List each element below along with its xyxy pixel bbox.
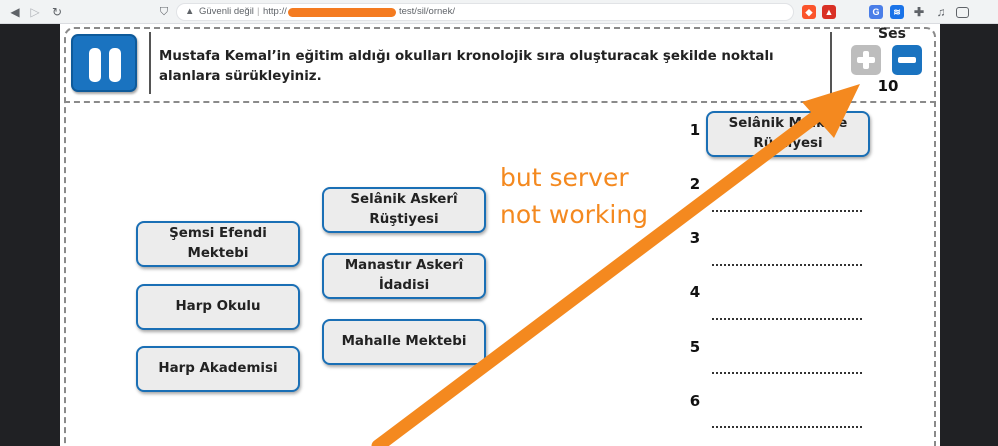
vertical-divider <box>149 32 151 94</box>
volume-down-button[interactable] <box>892 45 922 75</box>
url-separator: | <box>257 6 260 17</box>
volume-up-button[interactable] <box>851 45 881 75</box>
drag-card[interactable]: Mahalle Mektebi <box>322 319 486 365</box>
drop-slot[interactable] <box>712 264 862 266</box>
annotation-line: but server <box>500 163 629 192</box>
slot-number: 4 <box>689 283 701 301</box>
extensions-icon[interactable]: ✚ <box>913 5 925 19</box>
minus-icon <box>898 57 916 63</box>
annotation-text: but server not working <box>500 159 648 233</box>
drag-card[interactable]: Şemsi Efendi Mektebi <box>136 221 300 267</box>
translate-icon[interactable]: G <box>869 5 883 19</box>
address-bar[interactable]: ▲ Güvenli değil | http:// test/sil/ornek… <box>176 3 794 21</box>
url-suffix: test/sil/ornek/ <box>399 6 455 17</box>
drag-card[interactable]: Harp Akademisi <box>136 346 300 392</box>
drop-slot[interactable] <box>712 372 862 374</box>
pause-icon <box>89 48 101 82</box>
header-divider <box>64 101 936 103</box>
drop-slot[interactable] <box>712 426 862 428</box>
drag-card[interactable]: Manastır Askerî İdadisi <box>322 253 486 299</box>
placed-card[interactable]: Selânik Mülkiye Rüştiyesi <box>706 111 870 157</box>
slot-number: 5 <box>689 338 701 356</box>
activity-page: Mustafa Kemal’in eğitim aldığı okulları … <box>60 24 940 446</box>
forward-icon[interactable]: ▷ <box>30 5 40 19</box>
drop-slot[interactable] <box>712 318 862 320</box>
annotation-line: not working <box>500 200 649 229</box>
drop-slot[interactable] <box>712 210 862 212</box>
instruction-text: Mustafa Kemal’in eğitim aldığı okulları … <box>159 49 774 84</box>
read-aloud-icon[interactable]: ≋ <box>890 5 904 19</box>
browser-toolbar: ◀ ▷ ↻ ⛉ ▲ Güvenli değil | http:// test/s… <box>0 0 998 24</box>
back-icon[interactable]: ◀ <box>10 5 20 19</box>
drag-card[interactable]: Harp Okulu <box>136 284 300 330</box>
drag-card[interactable]: Selânik Askerî Rüştiyesi <box>322 187 486 233</box>
bookmark-icon[interactable]: ⛉ <box>159 5 169 18</box>
vertical-divider <box>830 32 832 94</box>
media-icon[interactable]: ♫ <box>936 5 946 19</box>
volume-value: 10 <box>877 77 899 95</box>
url-prefix: http:// <box>263 6 287 17</box>
brave-shield-icon[interactable]: ◆ <box>802 5 816 19</box>
left-margin <box>0 24 60 446</box>
slot-number: 3 <box>689 229 701 247</box>
pause-button[interactable] <box>71 34 137 92</box>
reload-icon[interactable]: ↻ <box>51 5 63 19</box>
warning-icon: ▲ <box>185 6 195 17</box>
right-margin <box>940 24 998 446</box>
brave-rewards-icon[interactable]: ▲ <box>822 5 836 19</box>
slot-number: 2 <box>689 175 701 193</box>
activity-frame <box>64 27 936 446</box>
wallet-icon[interactable] <box>956 7 969 18</box>
url-redaction <box>288 8 396 17</box>
slot-number: 1 <box>689 121 701 139</box>
slot-number: 6 <box>689 392 701 410</box>
sound-label: Ses <box>878 26 906 42</box>
security-label[interactable]: Güvenli değil <box>199 6 254 17</box>
